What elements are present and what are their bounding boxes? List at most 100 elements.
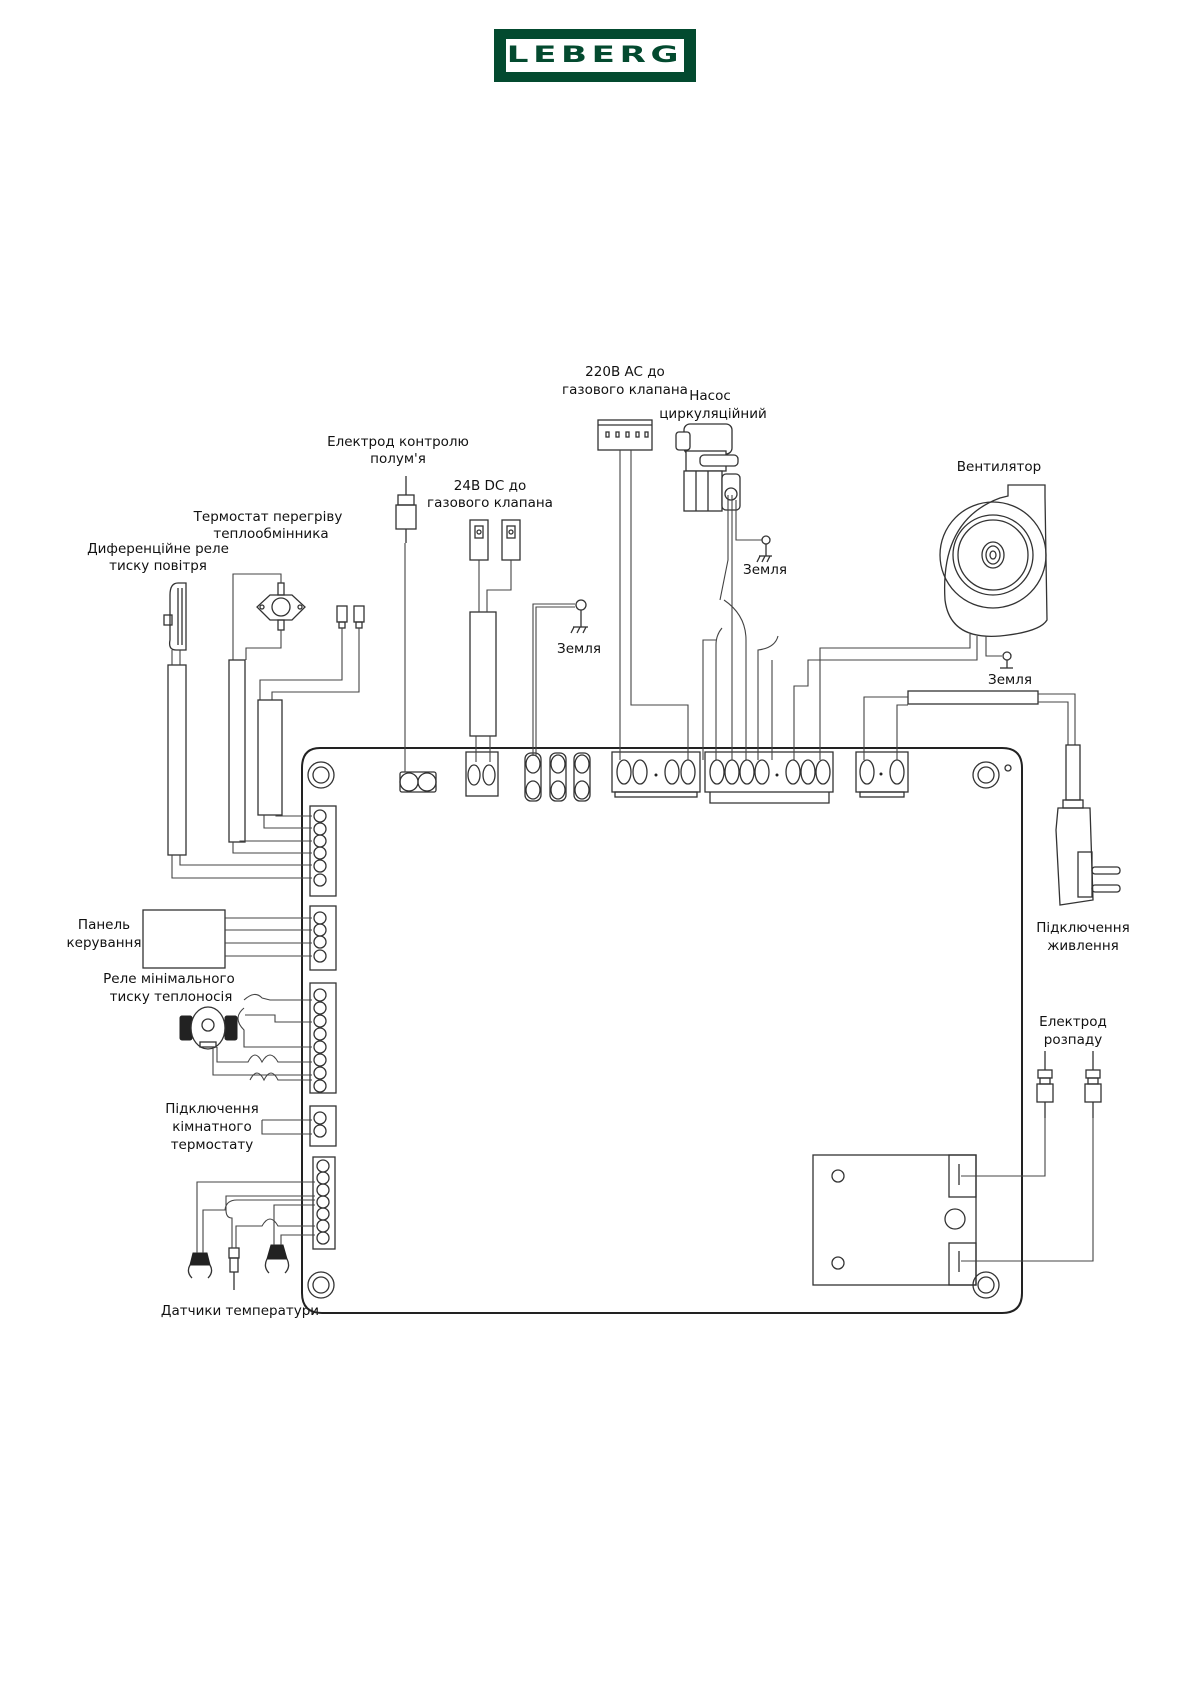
label-flame-electrode: Електрод контролю полум'я [327,434,469,467]
connector-pair-3 [573,752,591,802]
ground-pump-symbol [756,535,772,563]
label-air-pressure-relay: Диференційне реле тиску повітря [87,541,229,574]
label-pump: Насос циркуляційний [659,388,767,422]
control-board [301,747,1023,1314]
connector-control-panel [309,905,337,971]
wire-spade-a [259,628,343,700]
wire-spade-c [263,815,312,829]
wire-pump-ground [735,500,762,541]
connector-left-1 [309,805,337,897]
label-valve-220: 220В AC до газового клапана [562,364,688,398]
label-power-line1: Підключення [1036,920,1129,936]
wire-overheat-c [232,842,312,854]
wire-sensor-3a [273,1204,315,1245]
wire-valve-ground [532,603,575,756]
label-ground-fan: Земля [988,672,1032,688]
wire-spade-b [271,628,360,700]
overheat-sleeve [228,659,246,843]
connector-flame-electrode [399,771,437,793]
wire-power-a [863,696,908,760]
mounting-hole-br [972,1271,1000,1299]
mounting-hole-tr [972,761,1012,789]
valve-24-sleeve [469,611,497,737]
wire-min-pressure-d [216,1047,312,1064]
circulation-pump [675,423,741,512]
wire-power-d [1038,701,1069,745]
label-min-pressure-relay: Реле мінімального тиску теплоносія [103,971,235,1005]
wire-fan-a [819,634,971,760]
wire-sensor-1b [202,1199,315,1253]
label-valve-220-line2: газового клапана [562,382,688,398]
spade-sleeve [257,699,283,816]
label-pump-line1: Насос [689,388,731,404]
wire-min-pressure-c [212,1047,312,1076]
spade-connector-a [336,605,348,629]
temp-sensor-clip-2 [264,1244,290,1274]
label-ignition-line1: Електрод [1039,1014,1107,1030]
wire-room-thermostat [261,1119,312,1135]
wire-min-pressure-b [245,1014,312,1023]
ignition-electrode-b [1084,1051,1102,1118]
valve-24-plug-a [469,519,489,561]
wire-min-pressure-e [249,1072,312,1082]
fan-blower [939,484,1048,638]
connector-pair-1 [524,752,542,802]
label-ignition-electrode: Електрод розпаду [1039,1014,1107,1048]
leberg-logo: LEBERG [494,29,696,82]
wire-valve-ground-2 [535,606,575,756]
label-room-thermostat-line3: термостату [171,1137,254,1153]
label-fan: Вентилятор [957,459,1041,475]
label-power: Підключення живлення [1036,920,1129,954]
label-flame-electrode-line2: полум'я [370,451,426,467]
wire-fan-ground [985,636,1002,657]
label-overheat-line1: Термостат перегріву [193,509,343,525]
wire-overheat-a [232,573,282,660]
wire-power-c [1038,693,1076,745]
valve-24-plug-b [501,519,521,561]
label-room-thermostat-line2: кімнатного [172,1119,252,1135]
wire-ignition-a [961,1118,1046,1177]
label-flame-electrode-line1: Електрод контролю [327,434,469,450]
connector-24v [465,751,499,797]
label-air-relay-line1: Диференційне реле [87,541,229,557]
wire-ignition-b [961,1118,1094,1262]
wire-sensor-1a [196,1181,315,1253]
spade-connector-b [353,605,365,629]
label-room-thermostat: Підключення кімнатного термостату [165,1101,258,1153]
ground-fan-symbol [1000,651,1013,669]
label-valve-220-line1: 220В AC до [585,364,665,380]
wire-overheat-b [245,630,282,660]
label-valve-24-line2: газового клапана [427,495,553,511]
power-plug [1055,744,1121,906]
wire-pump-e [702,639,716,760]
ignition-transformer [812,1154,977,1286]
label-power-line2: живлення [1047,938,1119,954]
control-panel-box [142,909,226,969]
flame-electrode [395,476,417,543]
wire-sensor-2b [235,1218,315,1248]
connector-pair-2 [549,752,567,802]
ignition-electrode-a [1036,1051,1054,1118]
label-valve-24: 24В DC до газового клапана [427,478,553,511]
label-ground-valve: Земля [557,641,601,657]
temp-sensor-probe [228,1247,240,1290]
air-pressure-relay [163,582,187,856]
wire-fan-c [757,635,779,760]
label-room-thermostat-line1: Підключення [165,1101,258,1117]
label-fan-line1: Вентилятор [957,459,1041,475]
connector-min-pressure [309,982,337,1094]
terminal-valve-220 [611,751,701,798]
wire-min-pressure-switch [243,993,312,1001]
wire-pump-d [723,599,747,760]
wire-spade-d [275,815,312,817]
logo-text: LEBERG [506,42,684,68]
temp-sensor-clip-1 [187,1252,213,1279]
wire-min-pressure-a [237,1007,312,1048]
label-overheat-line2: теплообмінника [213,526,328,542]
label-temp-sensors: Датчики температури [161,1303,319,1319]
mounting-hole-tl [307,761,335,789]
label-control-panel-line1: Панель [78,917,130,933]
label-pump-line2: циркуляційний [659,406,767,422]
min-pressure-relay [179,1006,238,1050]
wire-pump-a [719,495,729,601]
